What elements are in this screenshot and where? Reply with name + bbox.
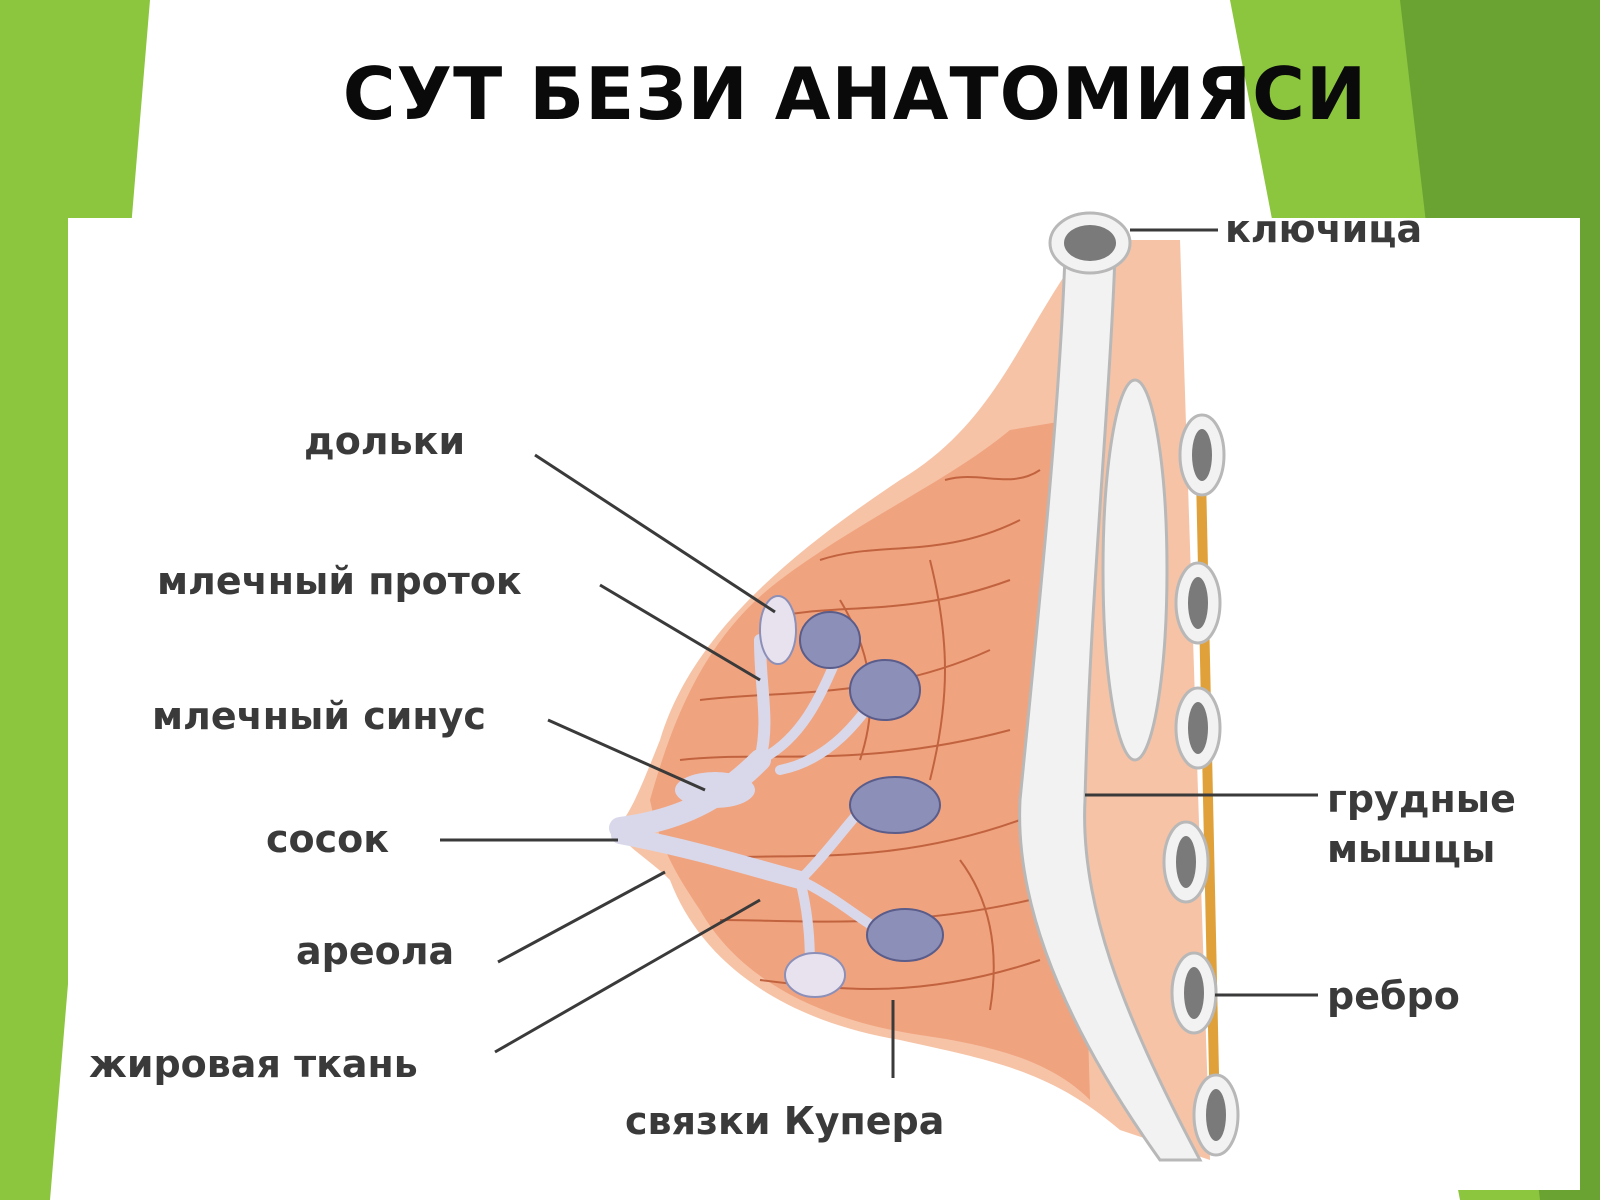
clavicle-marrow bbox=[1064, 225, 1116, 261]
leader-lines bbox=[440, 228, 1318, 1078]
label-pectoral-muscles-2: мышцы bbox=[1327, 827, 1496, 871]
label-fat-tissue: жировая ткань bbox=[89, 1042, 418, 1086]
label-cooper-ligaments: связки Купера bbox=[625, 1099, 945, 1143]
leader-milk-duct bbox=[599, 583, 761, 682]
leader-lobules bbox=[534, 453, 776, 614]
label-pectoral-muscles-1: грудные bbox=[1327, 777, 1516, 821]
rib-cores bbox=[1176, 429, 1226, 1141]
milk-sinus bbox=[675, 772, 755, 808]
label-nipple: сосок bbox=[266, 817, 390, 861]
chest-wall bbox=[1018, 253, 1203, 1162]
lobules bbox=[799, 611, 944, 962]
leader-areola bbox=[497, 870, 666, 964]
leader-milk-sinus bbox=[547, 718, 706, 792]
leader-fat-tissue bbox=[494, 898, 761, 1054]
label-areola: ареола bbox=[296, 929, 455, 973]
lobules-pale bbox=[759, 595, 846, 998]
label-milk-sinus: млечный синус bbox=[152, 694, 486, 738]
pectoral-muscle bbox=[1101, 378, 1169, 762]
label-milk-duct: млечный проток bbox=[157, 559, 522, 603]
label-rib: ребро bbox=[1327, 974, 1460, 1018]
slide-title: СУТ БЕЗИ АНАТОМИЯСИ bbox=[342, 52, 1368, 136]
cooper-ligament-strands bbox=[679, 469, 1041, 1011]
label-lobules: дольки bbox=[304, 419, 466, 463]
label-clavicle: ключица bbox=[1225, 207, 1423, 251]
